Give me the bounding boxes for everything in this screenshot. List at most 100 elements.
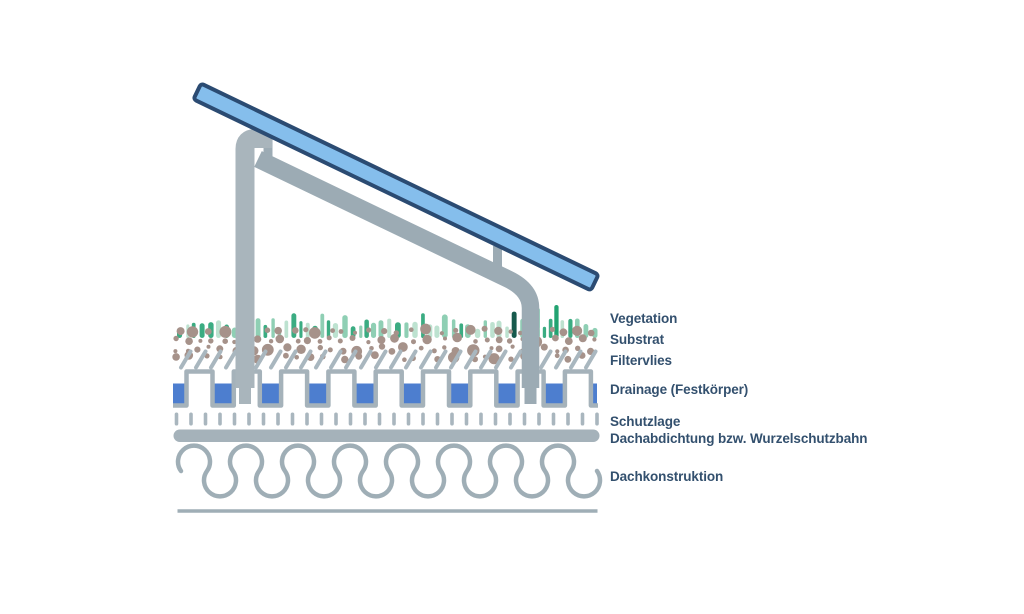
drainage-water	[497, 383, 517, 404]
substrat-dot	[494, 326, 503, 335]
substrat-dot	[572, 325, 583, 336]
substrat-dot	[402, 357, 407, 363]
schutzlage-tick	[319, 412, 324, 426]
substrat-dot	[355, 352, 363, 360]
substrat-dot	[186, 326, 199, 338]
filtervlies-slash	[194, 349, 208, 370]
vegetation-bar	[505, 326, 509, 338]
schutzlage-tick	[522, 412, 527, 426]
substrat-dot	[388, 348, 396, 355]
schutzlage-tick	[290, 412, 295, 426]
substrat-dot	[327, 347, 333, 353]
substrat-dot	[204, 328, 212, 335]
substrat-dot	[366, 327, 372, 333]
vegetation-bar	[271, 318, 275, 338]
substrat-dot	[420, 323, 431, 335]
substrat-dot	[274, 326, 283, 335]
filtervlies-slash	[374, 349, 388, 370]
substrat-dot	[366, 340, 371, 345]
pv-mounting-structure	[192, 82, 600, 404]
filtervlies-slash	[479, 349, 493, 370]
schutzlage-tick	[464, 412, 469, 426]
vegetation-bar	[291, 313, 297, 338]
vegetation-bar	[554, 305, 559, 338]
vegetation-bar	[412, 321, 418, 338]
filtervlies-slash	[359, 349, 373, 370]
substrat-dot	[554, 353, 560, 359]
substrat-dot	[206, 344, 211, 349]
drainage-water	[545, 383, 564, 404]
schutzlage-tick	[493, 412, 498, 426]
schutzlage-tick	[421, 412, 425, 426]
left-post	[235, 129, 272, 388]
substrat-dot	[295, 338, 301, 344]
drainage-water	[403, 383, 422, 404]
filtervlies-slash	[299, 349, 313, 370]
substrat-dot	[418, 345, 424, 351]
vegetation-bar	[451, 319, 456, 338]
substrat-dot	[564, 337, 573, 345]
substrat-dot	[185, 337, 193, 346]
vegetation-bar	[199, 323, 205, 338]
substrat-dot	[422, 334, 432, 345]
substrat-dot	[508, 329, 513, 334]
drainage-water	[355, 383, 375, 404]
filtervlies-slash	[329, 349, 343, 370]
filtervlies-slash	[434, 349, 448, 370]
filtervlies-slash	[254, 349, 268, 370]
substrat-dot	[330, 328, 335, 333]
substrat-dot	[173, 335, 179, 342]
filtervlies-slash	[554, 349, 568, 370]
substrat-dot	[326, 335, 332, 341]
schutzlage-tick	[334, 412, 338, 426]
substrat-dot	[506, 338, 513, 344]
substrat-dot	[381, 328, 388, 335]
substrat-dot	[587, 329, 595, 337]
filtervlies-slash	[404, 349, 418, 370]
schutzlage-tick	[392, 412, 396, 426]
deck-squiggle	[175, 443, 603, 499]
vegetation-bar	[299, 321, 303, 338]
filtervlies-slash	[449, 349, 463, 370]
vegetation-bar	[387, 318, 392, 338]
schutzlage-tick	[189, 412, 193, 426]
substrat-dot	[176, 327, 185, 336]
substrat-dot	[349, 335, 356, 341]
substrat-dot	[481, 325, 488, 332]
vegetation-bar	[568, 318, 573, 338]
filtervlies-slash	[569, 349, 583, 370]
vegetation-bar	[320, 313, 325, 338]
schutzlage-tick	[232, 412, 237, 426]
schutzlage-tick	[435, 412, 440, 426]
substrat-dot	[341, 355, 349, 364]
substrat-dot	[409, 327, 414, 333]
vegetation-bar	[490, 322, 495, 338]
substrat-dot	[208, 338, 214, 344]
substrat-dot	[510, 344, 515, 349]
substrat-dot	[559, 328, 568, 337]
schutzlage-tick	[276, 412, 280, 426]
left-post-foot	[239, 385, 251, 404]
substrat-dot	[296, 344, 306, 354]
substrat-dot	[264, 327, 271, 334]
schutzlage-tick	[363, 412, 367, 426]
substrat-dot	[377, 336, 386, 344]
substrat-dot	[592, 337, 597, 342]
substrat-dot	[518, 330, 523, 336]
vegetation-bar	[434, 325, 440, 338]
substrat-dot	[317, 339, 323, 344]
filtervlies-slash	[179, 349, 193, 370]
vegetation-bar	[255, 318, 261, 338]
substrat-dot	[473, 339, 478, 344]
schutzlage-tick	[580, 412, 585, 426]
schutzlage-tick	[508, 412, 512, 426]
filtervlies-slash	[584, 349, 598, 370]
vegetation-bar	[359, 325, 363, 338]
filtervlies-slash	[509, 349, 523, 370]
substrat-dot	[303, 327, 309, 333]
schutzlage-tick	[305, 412, 309, 426]
substrat-dot	[353, 330, 357, 335]
substrat-dot	[253, 335, 262, 343]
substrat-dot	[442, 345, 447, 350]
